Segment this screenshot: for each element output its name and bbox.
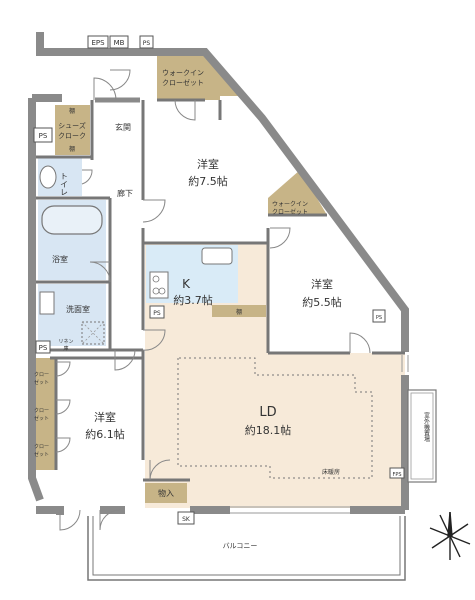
storage-label: 物入 <box>158 488 174 498</box>
ac-space <box>407 389 437 483</box>
ac-space-label: 室外機置場 <box>423 411 430 443</box>
balcony-label: バルコニー <box>223 542 258 550</box>
closet-label-2b: ゼット <box>34 415 49 422</box>
bathtub <box>41 205 103 235</box>
entrance-label: 玄関 <box>115 122 131 132</box>
western-b-size: 約5.5帖 <box>302 295 342 309</box>
walkin-closet-b <box>268 170 327 215</box>
front-door-swing <box>93 77 117 101</box>
door-swing-toilet <box>81 169 93 185</box>
eps-label: EPS <box>91 39 105 47</box>
closet-label-1b: ゼット <box>34 379 49 386</box>
utility-boxes <box>33 35 405 525</box>
ps-label-kitchen: PS <box>153 310 161 317</box>
shelf-label-2: 棚 <box>69 145 75 153</box>
ps-label-top: PS <box>143 40 151 47</box>
walkin-a-label-2: クローゼット <box>162 78 204 87</box>
closet-label-1a: クロー <box>34 372 49 378</box>
ps-label-wash: PS <box>39 344 48 352</box>
western-b-name: 洋室 <box>311 277 333 291</box>
outer-wall-west <box>28 98 44 502</box>
western-a-name: 洋室 <box>197 157 219 171</box>
ld-size: 約18.1帖 <box>245 423 292 437</box>
door-swing-storage <box>149 459 171 481</box>
door-swing-bath <box>89 261 111 283</box>
western-a-size: 約7.5帖 <box>188 174 228 188</box>
closet-label-3a: クロー <box>34 444 49 450</box>
toilet-bowl <box>39 165 57 189</box>
interior-walls <box>36 98 405 482</box>
shelf-label-1: 棚 <box>69 107 75 115</box>
fps-label: FPS <box>392 472 401 478</box>
door-swing-closet-2 <box>55 399 71 415</box>
shoes-cloak-label-1: シューズ <box>58 121 86 130</box>
shoes-cloak-label-2: クローク <box>58 132 86 140</box>
door-swing-walkin-a <box>174 99 196 121</box>
hallway-label: 廊下 <box>117 188 133 198</box>
western-room-c-floor <box>50 358 145 508</box>
door-swing-western-c <box>114 349 136 371</box>
compass-icon <box>429 511 471 560</box>
walkin-b-label-1: ウォークイン <box>272 200 308 208</box>
walls <box>28 32 409 515</box>
walkin-closet-a <box>157 52 240 100</box>
door-swing-ld <box>142 329 166 351</box>
door-swing-western-b <box>269 227 291 249</box>
walkin-b-label-2: クローゼット <box>272 208 308 216</box>
windows <box>230 355 409 514</box>
door-swing-closet-3 <box>55 437 71 453</box>
door-swing-closet-1 <box>55 361 71 377</box>
ld-name: LD <box>259 405 276 420</box>
kitchen-sink <box>201 247 233 265</box>
shoes-cloak-area <box>55 105 90 155</box>
closet-label-3b: ゼット <box>34 451 49 458</box>
door-swing-porch <box>109 69 131 91</box>
washroom-label: 洗面室 <box>66 304 90 314</box>
floor-heating-outline <box>177 357 373 479</box>
kitchen-name: K <box>182 277 191 291</box>
linen-label-2: 庫 <box>63 345 68 352</box>
door-swing-western-a <box>142 199 166 223</box>
door-swing-western-b-2 <box>349 332 371 354</box>
storage-area <box>145 483 187 503</box>
door-swings <box>55 69 371 531</box>
linen-label-1: リネン <box>58 339 73 345</box>
bath-label: 浴室 <box>52 254 68 264</box>
ld-floor <box>145 244 405 508</box>
balcony-outline <box>87 516 406 581</box>
sk-label: SK <box>182 516 191 523</box>
cooktop <box>149 271 169 299</box>
washer-space <box>81 321 105 345</box>
ps-label-left: PS <box>39 132 48 140</box>
walkin-a-label-1: ウォークイン <box>162 69 204 77</box>
kitchen-size: 約3.7帖 <box>173 293 213 307</box>
mb-label: MB <box>114 39 125 47</box>
western-c-name: 洋室 <box>94 410 116 424</box>
shelf-label-kitchen: 棚 <box>236 308 242 316</box>
outer-wall-north <box>36 32 409 352</box>
kitchen-shelf <box>212 305 266 317</box>
closet-label-2a: クロー <box>34 408 49 414</box>
outer-wall-south-left <box>36 506 64 515</box>
wash-basin <box>39 291 55 315</box>
toilet-label: トイレ <box>60 172 69 196</box>
floor-heating-label: 床暖房 <box>322 468 340 476</box>
window-swing-c2 <box>99 509 121 531</box>
western-c-size: 約6.1帖 <box>85 427 125 441</box>
ps-label-east: PS <box>376 315 382 321</box>
window-swing-c <box>59 509 81 531</box>
